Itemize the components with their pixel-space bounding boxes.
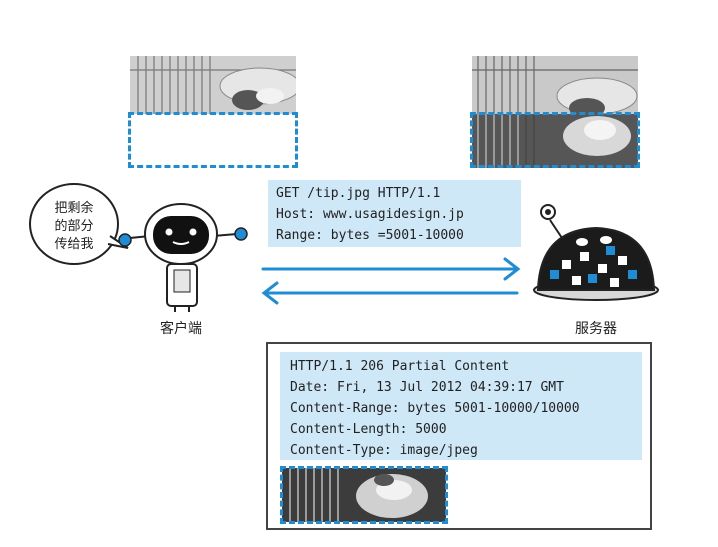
server-label: 服务器	[575, 321, 617, 337]
response-date-header: Date: Fri, 13 Jul 2012 04:39:17 GMT	[290, 380, 564, 395]
response-content-range-header: Content-Range: bytes 5001-10000/10000	[290, 401, 580, 416]
request-host-header: Host: www.usagidesign.jp	[276, 207, 464, 222]
client-partial-image	[130, 56, 296, 114]
response-arrow	[261, 281, 519, 305]
server-robot-icon	[533, 204, 659, 301]
image-bottom-half	[282, 468, 446, 522]
response-content-type-header: Content-Type: image/jpeg	[290, 443, 478, 458]
request-line: GET /tip.jpg HTTP/1.1	[276, 186, 441, 201]
client-label: 客户端	[160, 321, 202, 337]
request-message-box: GET /tip.jpg HTTP/1.1 Host: www.usagides…	[268, 180, 521, 247]
image-top-half	[130, 56, 296, 114]
request-arrow	[261, 257, 521, 281]
response-partial-image	[282, 468, 446, 522]
response-content-length-header: Content-Length: 5000	[290, 422, 447, 437]
request-range-header: Range: bytes =5001-10000	[276, 228, 464, 243]
client-missing-region	[128, 112, 298, 168]
response-status-line: HTTP/1.1 206 Partial Content	[290, 359, 510, 374]
server-range-region	[470, 112, 640, 168]
message-arrows	[261, 257, 521, 305]
response-message-box: HTTP/1.1 206 Partial Content Date: Fri, …	[280, 352, 642, 460]
speech-text: 把剩余 的部分 传给我	[54, 201, 94, 252]
client-robot-icon	[118, 203, 248, 312]
response-range-region	[280, 466, 448, 524]
